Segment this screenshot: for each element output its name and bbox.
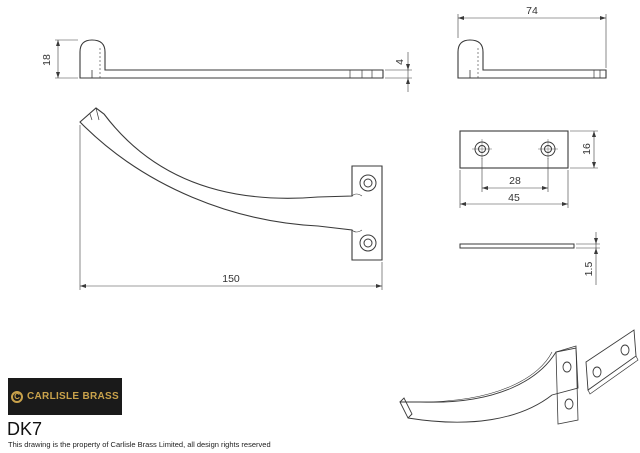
dim-label-18: 18 — [41, 54, 53, 66]
dimension-45 — [459, 170, 569, 208]
dim-label-16: 16 — [581, 143, 593, 155]
dimension-150 — [79, 125, 383, 290]
dimension-4 — [385, 52, 412, 92]
isometric-view — [399, 329, 639, 425]
plate-front-view — [459, 130, 569, 169]
disclaimer-text: This drawing is the property of Carlisle… — [8, 440, 271, 449]
dimension-arrowheads — [56, 16, 606, 288]
product-code: DK7 — [7, 419, 43, 439]
dim-label-74: 74 — [526, 5, 538, 17]
dimension-28 — [481, 158, 549, 192]
dim-label-4: 4 — [394, 59, 406, 65]
dim-label-28: 28 — [509, 175, 521, 187]
dim-label-1-5: 1.5 — [583, 262, 595, 277]
carlisle-brass-logo: C CARLISLE BRASS — [8, 378, 122, 415]
logo-mark-icon: C — [11, 390, 23, 403]
front-view — [79, 107, 383, 261]
dimension-16 — [570, 130, 598, 169]
dimension-74 — [457, 14, 607, 68]
plate-edge-view — [459, 243, 575, 249]
side-view — [79, 39, 384, 79]
dimension-18 — [55, 39, 78, 79]
logo-text: CARLISLE BRASS — [27, 391, 119, 402]
dim-label-45: 45 — [508, 192, 520, 204]
dim-label-150: 150 — [222, 273, 240, 285]
end-side-view — [457, 39, 607, 79]
